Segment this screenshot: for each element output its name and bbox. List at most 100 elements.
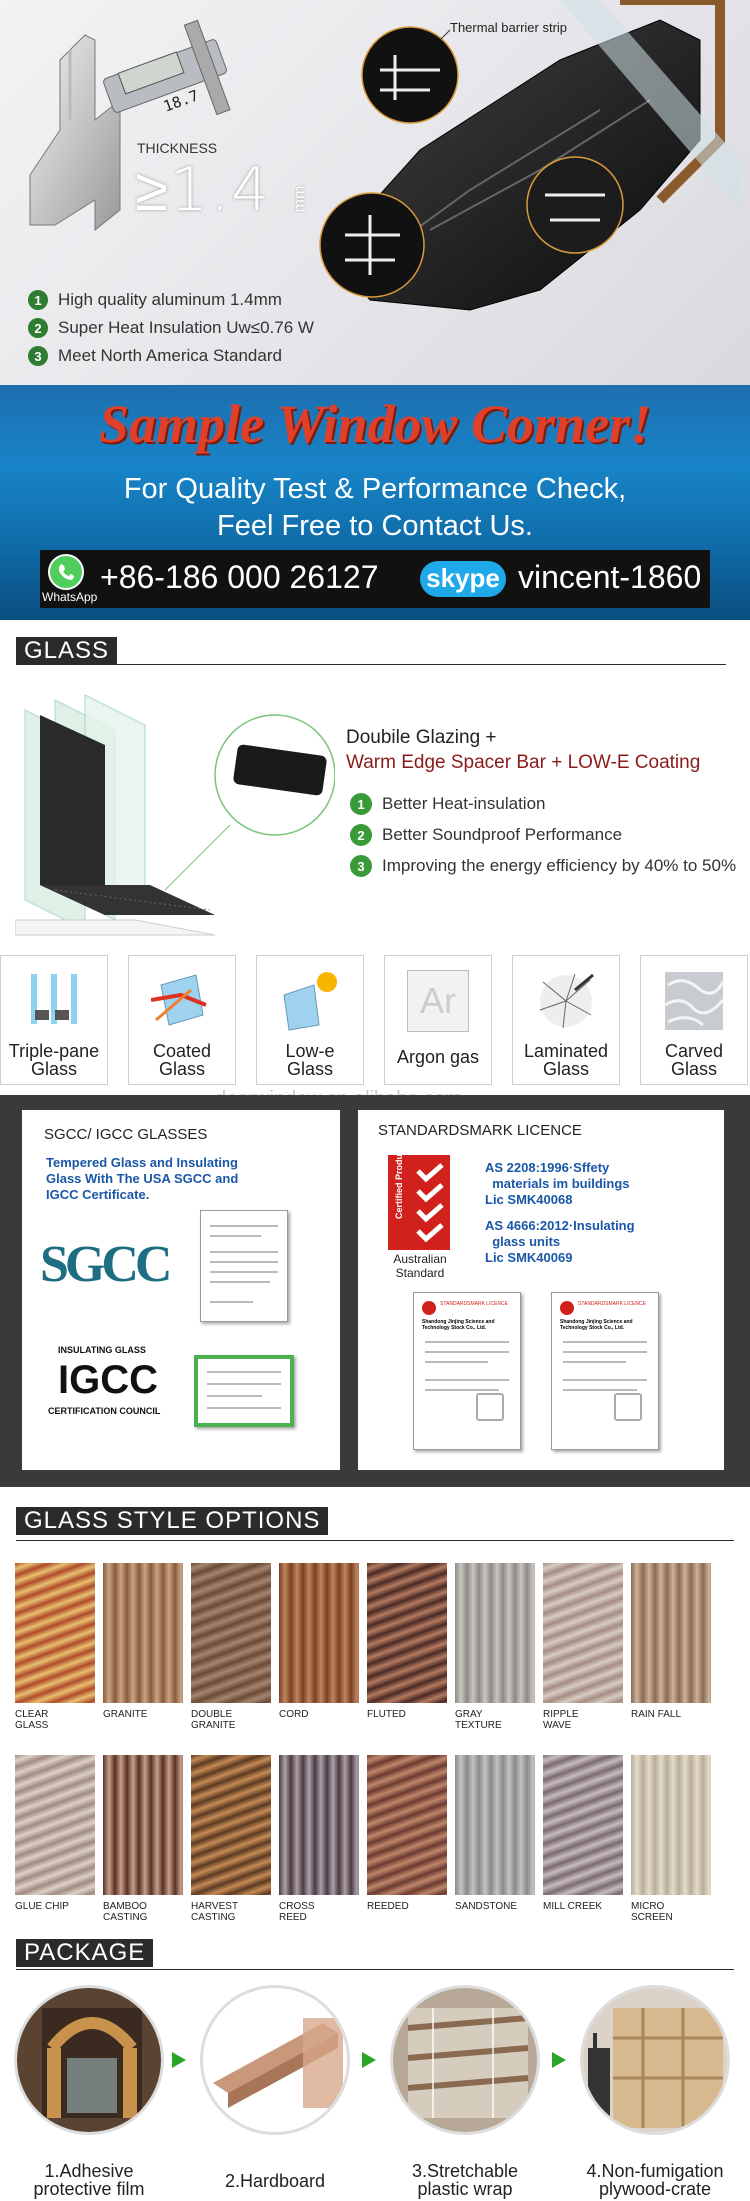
glass-style-texture [631, 1563, 711, 1703]
glass-style-swatch: RAIN FALL [631, 1563, 711, 1720]
glass-style-texture [543, 1755, 623, 1895]
number-badge: 2 [350, 824, 372, 846]
glass-heading-1: Doubile Glazing + [346, 727, 497, 748]
aluminum-profile-illustration [29, 0, 740, 311]
sgcc-certificate-document [200, 1210, 288, 1322]
low-e-glass-icon [283, 972, 337, 1031]
banner-title: Sample Window Corner! [98, 394, 652, 454]
glass-feature-2: 2 Better Soundproof Performance [350, 824, 622, 846]
coated-glass-icon [151, 974, 207, 1026]
igcc-bottom-text: CERTIFICATION COUNCIL [48, 1406, 161, 1416]
contact-bar: WhatsApp +86-186 000 26127 skype vincent… [40, 550, 710, 608]
licence-document-1: STANDARDSMARK LICENCE Shandong Jinjing S… [413, 1292, 521, 1450]
standard-1: AS 2208:1996·Sffety materials im buildin… [485, 1160, 630, 1207]
glass-style-texture [191, 1563, 271, 1703]
section-title-package: PACKAGE [16, 1939, 154, 1967]
glass-style-label: FLUTED [367, 1709, 406, 1720]
card-title: STANDARDSMARK LICENCE [378, 1122, 582, 1139]
laminated-glass-icon [539, 973, 594, 1029]
feature-text: Improving the energy efficiency by 40% t… [382, 856, 737, 875]
glass-style-texture [279, 1755, 359, 1895]
insulated-glass-illustration [15, 694, 335, 936]
thickness-unit: mm [291, 185, 309, 213]
glass-style-label: REEDED [367, 1901, 409, 1912]
glass-style-label: RAIN FALL [631, 1709, 682, 1720]
glass-style-swatch: CORD [279, 1563, 359, 1720]
sample-banner: Sample Window Corner! For Quality Test &… [0, 385, 750, 620]
feature-text: Super Heat Insulation Uw≤0.76 W [58, 318, 314, 337]
number-badge: 3 [28, 346, 48, 366]
sgcc-igcc-card: SGCC/ IGCC GLASSES Tempered Glass and In… [22, 1110, 340, 1470]
glass-style-texture [103, 1563, 183, 1703]
feature-text: Better Soundproof Performance [382, 825, 623, 844]
igcc-logo: IGCC [58, 1358, 158, 1402]
arrow-right-icon [362, 2052, 376, 2068]
number-badge: 1 [350, 793, 372, 815]
phone-number[interactable]: +86-186 000 26127 [100, 559, 379, 595]
hero-section: Thermal barrier strip 18.7 THICKNESS ≥1.… [0, 0, 750, 385]
package-step-2-label: 2.Hardboard [224, 2171, 326, 2191]
package-step-4-photo [580, 1985, 730, 2135]
badge-text: Certified Product [394, 1145, 404, 1219]
glass-style-texture [631, 1755, 711, 1895]
skype-id[interactable]: vincent-1860 [518, 559, 702, 595]
glass-style-swatch: FLUTED [367, 1563, 447, 1720]
standardsmark-card: STANDARDSMARK LICENCE Certified Product … [358, 1110, 724, 1470]
glass-style-label: MILL CREEK [543, 1901, 603, 1912]
thickness-value: ≥1.4 [135, 155, 272, 225]
whatsapp-icon [48, 554, 84, 590]
glass-style-swatch: MILL CREEK [543, 1755, 623, 1912]
glass-style-texture [455, 1755, 535, 1895]
section-divider [16, 1969, 734, 1970]
banner-line-2: Feel Free to Contact Us. [217, 510, 533, 542]
glass-style-texture [15, 1755, 95, 1895]
sgcc-description: Tempered Glass and Insulating Glass With… [46, 1155, 239, 1202]
glass-style-texture [455, 1563, 535, 1703]
certified-product-badge: Certified Product [388, 1145, 450, 1250]
glass-style-label: CORD [279, 1709, 309, 1720]
certification-section: SGCC/ IGCC GLASSES Tempered Glass and In… [0, 1095, 750, 1487]
number-badge: 3 [350, 855, 372, 877]
glass-style-swatch: SANDSTONE [455, 1755, 535, 1912]
thickness-label: THICKNESS [137, 140, 218, 156]
number-badge: 2 [28, 318, 48, 338]
glass-style-label: GLUE CHIP [15, 1901, 69, 1912]
skype-icon: skype [420, 561, 506, 597]
thermal-strip-callout: Thermal barrier strip [450, 20, 568, 35]
section-title-glass: GLASS [16, 637, 118, 665]
arrow-right-icon [172, 2052, 186, 2068]
sgcc-logo: SGCC [40, 1236, 172, 1293]
package-step-1-photo [14, 1985, 164, 2135]
carved-glass-icon [664, 972, 725, 1030]
licence-document-2: STANDARDSMARK LICENCE Shandong Jinjing S… [551, 1292, 659, 1450]
package-step-3-photo [390, 1985, 540, 2135]
package-step-2-photo [200, 1985, 350, 2135]
glass-style-swatch: GRANITE [103, 1563, 183, 1720]
section-title-glass-styles: GLASS STYLE OPTIONS [16, 1507, 329, 1535]
card-title: SGCC/ IGCC GLASSES [44, 1126, 208, 1143]
section-divider [16, 1540, 734, 1541]
triple-pane-icon [31, 974, 77, 1024]
